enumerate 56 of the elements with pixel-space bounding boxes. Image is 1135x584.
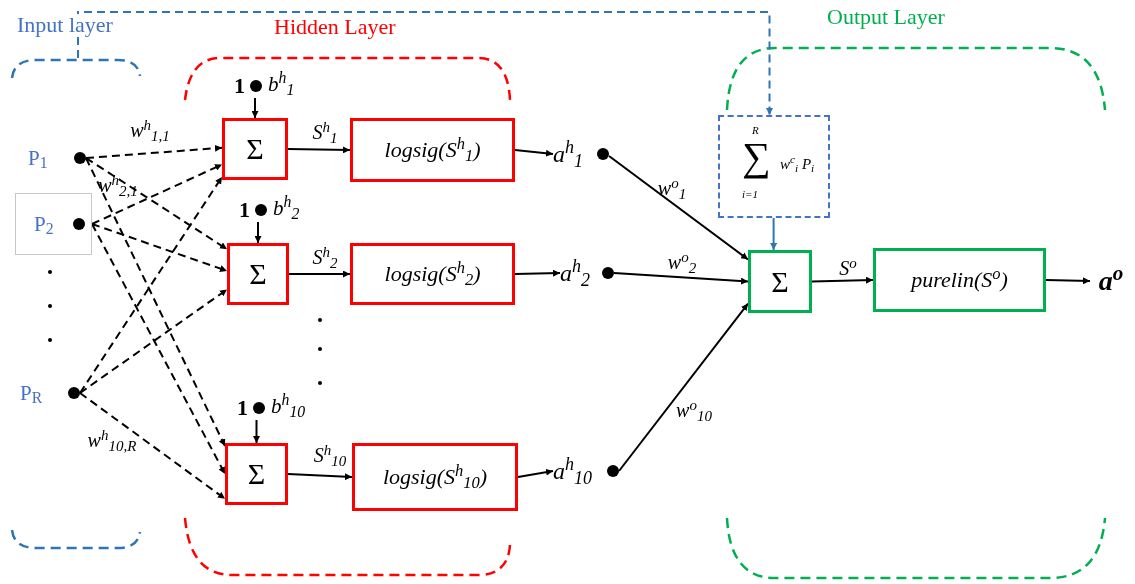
arrow (770, 217, 778, 251)
bias-value: 1 (237, 397, 248, 419)
function-label: logsig(S$^{h}$$_{10}$) (382, 466, 488, 488)
bias-value: 1 (239, 199, 250, 221)
function-label: logsig(S$^{h}$$_{2}$) (384, 263, 481, 285)
summation-symbol: ∑ (742, 137, 771, 177)
weighted-sum-box (718, 115, 830, 218)
summation-box (748, 250, 812, 313)
formula-text: R (752, 125, 759, 136)
arrow (514, 269, 561, 277)
input-label: P$_{2}$ (34, 213, 54, 235)
function-label: logsig(S$^{h}$$_{1}$) (384, 139, 481, 161)
sigma-symbol: Σ (771, 266, 789, 297)
arrow (618, 302, 749, 472)
arrow (79, 288, 228, 394)
arrow (85, 144, 223, 159)
arrow (514, 149, 554, 157)
arrow (287, 473, 353, 481)
sigma-symbol: Σ (249, 259, 267, 289)
output-symbol: a$^{o}$ (1098, 267, 1124, 295)
sigma-symbol: Σ (246, 134, 264, 164)
arrow (287, 146, 351, 154)
arrow (608, 155, 749, 261)
arrow (517, 468, 554, 478)
formula-text: w$^{c}$$_{i}$ P$_{i}$ (780, 157, 815, 172)
arrow (91, 163, 223, 225)
input-label: P$_{1}$ (28, 147, 48, 169)
arrow (254, 221, 262, 244)
activation-function-box (350, 118, 515, 182)
function-label: purelin(S$^{o}$) (911, 269, 1008, 291)
summation-box (225, 443, 288, 505)
arrow (288, 270, 351, 278)
bias-value: 1 (234, 75, 245, 97)
formula-text: i=1 (742, 189, 758, 200)
input-label: P$_{R}$ (20, 382, 43, 404)
edge-label: S$^{o}$ (839, 258, 857, 278)
activation-function-box (350, 243, 515, 305)
summation-box (222, 118, 288, 180)
arrow (79, 392, 226, 500)
layer-title: Input layer (15, 14, 115, 36)
arrow (91, 223, 226, 475)
arrow (77, 11, 773, 116)
sigma-symbol: Σ (247, 459, 266, 489)
arrow (79, 175, 223, 394)
arrow (251, 97, 259, 119)
activation-function-box (873, 248, 1046, 312)
activation-function-box (352, 443, 518, 511)
arrow (85, 157, 226, 448)
summation-box (227, 243, 289, 305)
arrow (1045, 277, 1091, 285)
arrow (85, 157, 228, 251)
arrow (253, 419, 260, 444)
arrow (811, 276, 874, 284)
arrow (613, 272, 749, 285)
arrow (91, 223, 228, 272)
input-node (15, 193, 92, 255)
